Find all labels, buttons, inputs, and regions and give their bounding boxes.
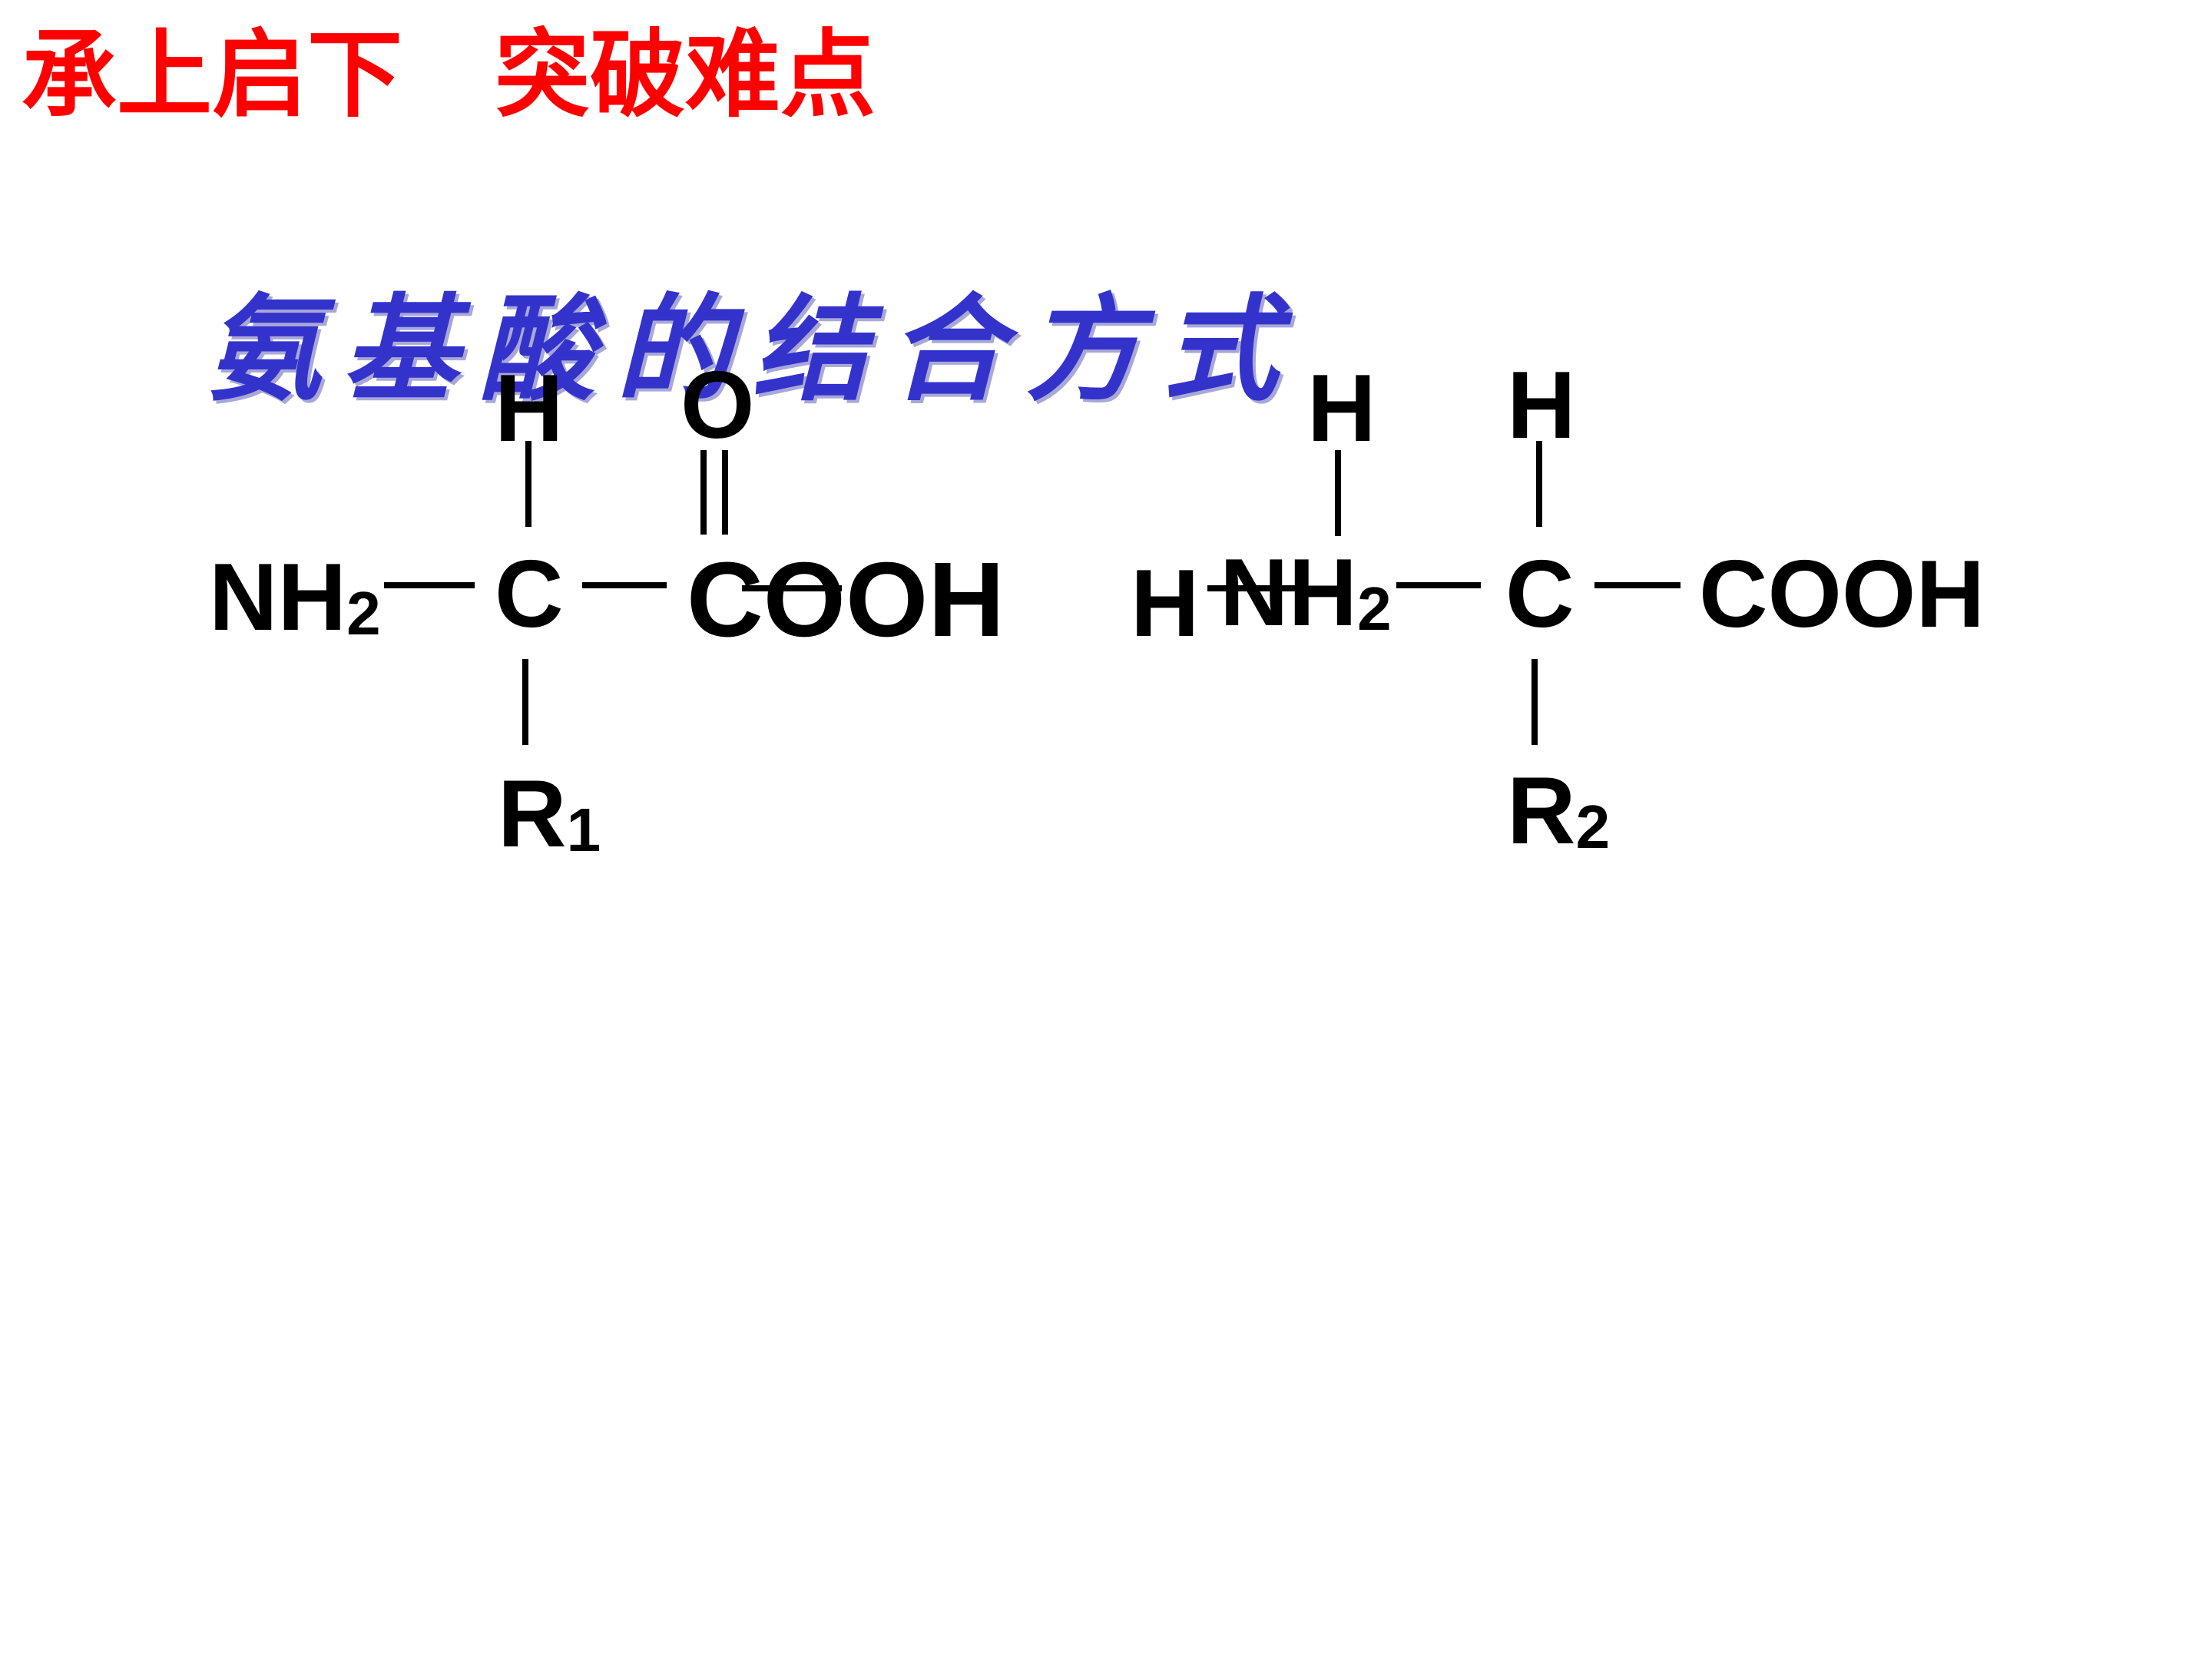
mol1-bond-n-c	[384, 582, 475, 588]
mol2-amino-group: NH2	[1220, 540, 1392, 646]
mol2-alpha-carbon: C	[1505, 541, 1575, 647]
mol1-bond-c-r	[522, 659, 528, 745]
mol2-bond-h-n	[1207, 585, 1307, 591]
mol2-bond-c-h	[1536, 441, 1542, 527]
mol1-bond-c-c	[582, 582, 667, 588]
mol2-detached-hydrogen: H	[1131, 551, 1200, 657]
mol1-bond-c-oh	[742, 585, 842, 591]
mol1-carboxyl-overlay: COOH	[687, 541, 1005, 659]
mol2-bond-n-h	[1335, 450, 1341, 536]
mol2-top-hydrogen-right: H	[1507, 353, 1576, 459]
mol2-bond-n-c	[1396, 582, 1481, 588]
mol2-bond-c-c	[1594, 582, 1681, 588]
mol1-double-bond-b	[722, 450, 728, 535]
heading-part-2: 突破难点	[495, 20, 876, 131]
mol2-bond-c-r	[1532, 659, 1538, 745]
slide-subtitle: 氨基酸的结合方式	[206, 282, 1300, 417]
mol1-carbonyl-oxygen: O	[680, 353, 755, 459]
mol1-top-hydrogen: H	[495, 356, 564, 462]
mol1-carboxyl-carbon: C	[687, 541, 763, 659]
heading-part-1: 承上启下	[22, 20, 403, 131]
mol1-bond-c-h	[525, 441, 531, 527]
mol2-side-chain: R2	[1507, 758, 1611, 864]
mol1-amino-group: NH2	[209, 545, 381, 651]
mol2-carboxyl-group: COOH	[1699, 541, 1985, 647]
mol1-side-chain: R1	[498, 761, 601, 867]
mol1-alpha-carbon: C	[495, 541, 564, 647]
mol2-top-hydrogen-left: H	[1307, 356, 1376, 462]
mol1-double-bond-a	[700, 450, 707, 535]
slide-heading: 承上启下突破难点	[22, 22, 876, 129]
